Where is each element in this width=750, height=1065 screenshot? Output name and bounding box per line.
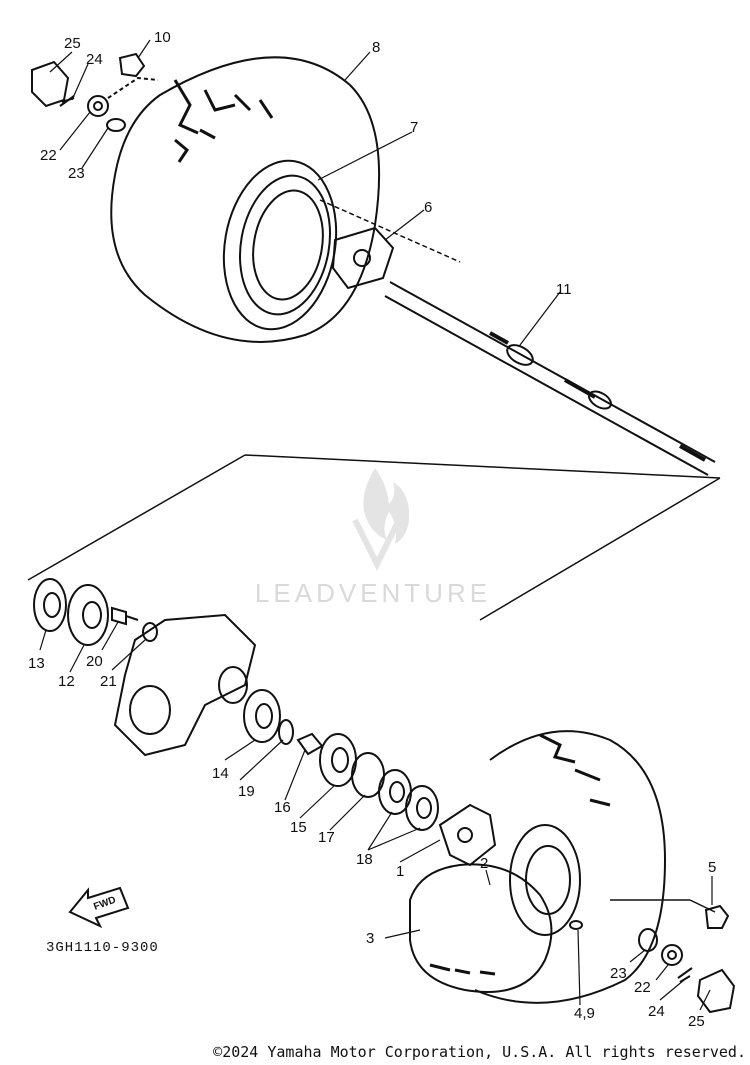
middle-row-parts: [33, 578, 439, 831]
callout-5: 5: [708, 859, 716, 876]
watermark-logo-icon: [363, 468, 410, 544]
leader-lines: [39, 39, 713, 1011]
guide-lines: [27, 199, 721, 913]
watermark: LEADVENTURE: [255, 468, 491, 608]
upper-hub: [331, 226, 395, 290]
top-left-small-parts: [31, 52, 159, 132]
lower-hub: [438, 803, 497, 867]
fwd-arrow-icon: FWD: [68, 886, 130, 929]
lower-tire: [409, 730, 667, 1004]
callout-11: 11: [556, 281, 572, 298]
callout-4-9: 4,9: [574, 1005, 595, 1022]
reference-code: 3GH1110-9300: [46, 940, 159, 956]
callout-24-top: 24: [86, 51, 103, 68]
callout-12: 12: [58, 673, 75, 690]
callout-17: 17: [318, 829, 335, 846]
watermark-text: LEADVENTURE: [255, 578, 491, 608]
callout-6: 6: [424, 199, 432, 216]
callout-3: 3: [366, 930, 374, 947]
callout-21: 21: [100, 673, 117, 690]
callout-23-bottom: 23: [610, 965, 627, 982]
upper-tire: [110, 56, 381, 343]
callout-14: 14: [212, 765, 229, 782]
callout-10: 10: [154, 29, 171, 46]
callout-7: 7: [410, 119, 418, 136]
callout-16: 16: [274, 799, 291, 816]
axle: [384, 281, 716, 476]
callout-25-top: 25: [64, 35, 81, 52]
callout-25-bottom: 25: [688, 1013, 705, 1030]
callout-15: 15: [290, 819, 307, 836]
callout-18: 18: [356, 851, 373, 868]
callout-1: 1: [396, 863, 404, 880]
callout-23-top: 23: [68, 165, 85, 182]
callout-8: 8: [372, 39, 380, 56]
callout-labels: 25 24 10 8 22 23 7 6 11 13 12 20 21 14 1…: [28, 29, 716, 1030]
watermark-v-icon: [352, 518, 402, 571]
callout-2: 2: [480, 855, 488, 872]
callout-24-bottom: 24: [648, 1003, 665, 1020]
callout-13: 13: [28, 655, 45, 672]
bottom-right-small-parts: [638, 904, 736, 1014]
callout-22-bottom: 22: [634, 979, 651, 996]
copyright-notice: ©2024 Yamaha Motor Corporation, U.S.A. A…: [213, 1043, 746, 1061]
callout-19: 19: [238, 783, 255, 800]
callout-22-top: 22: [40, 147, 57, 164]
callout-20: 20: [86, 653, 103, 670]
